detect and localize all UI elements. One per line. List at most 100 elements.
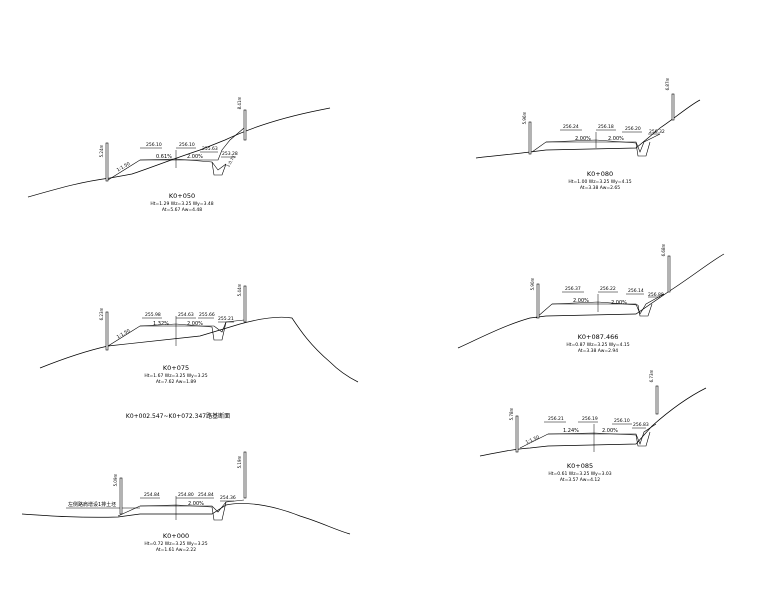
ground-line xyxy=(475,99,701,159)
elevation-label: 256.10 xyxy=(146,142,162,148)
elevation-label: 255.98 xyxy=(145,312,161,318)
slope-ratio-right: 1:0.75 xyxy=(225,154,236,168)
cross-slope-label: 2.00% xyxy=(187,321,203,327)
area-params: At=3.38 Aw=2.94 xyxy=(578,348,618,354)
elevation-label: 255.63 xyxy=(202,146,218,152)
ground-line xyxy=(39,316,359,383)
roadbed-outline xyxy=(535,293,665,319)
ground-line xyxy=(479,387,707,457)
elevation-label: 256.22 xyxy=(600,286,616,292)
stake-post-left xyxy=(119,477,123,515)
stake-height-left: 5.24m xyxy=(99,145,104,158)
elevation-label: 254.63 xyxy=(178,312,194,318)
elevation-label: 256.88 xyxy=(648,292,664,298)
stake-post-right xyxy=(243,109,247,141)
area-params: At=3.38 Aw=2.65 xyxy=(580,185,620,191)
elevation-label: 255.66 xyxy=(199,312,215,318)
station-label: K0+080 xyxy=(587,170,613,178)
design-params: Ht=1.67 Wz=3.25 Wy=3.25 xyxy=(144,373,207,379)
elevation-label: 256.10 xyxy=(179,142,195,148)
station-label: K0+085 xyxy=(567,462,593,470)
stake-height-left: 5.96m xyxy=(522,112,527,125)
area-params: At=5.67 Aw=4.48 xyxy=(162,207,202,213)
elevation-label: 256.37 xyxy=(565,286,581,292)
elevation-label: 256.20 xyxy=(625,126,641,132)
area-params: At=3.57 Aw=4.12 xyxy=(560,477,600,483)
slope-ratio-left: 1:1.50 xyxy=(525,434,541,445)
section-k0-000: 5.09m 5.19m 左侧路肩增设1排土坯 254.84 254.80 254… xyxy=(21,451,351,553)
design-params: Ht=0.72 Wz=3.25 Wy=3.25 xyxy=(144,541,207,547)
cross-slope-label: 1.32% xyxy=(153,321,169,327)
stake-post-left xyxy=(536,283,540,319)
design-params: Ht=1.00 Wz=3.25 Wy=4.15 xyxy=(568,179,631,185)
stake-post-left xyxy=(105,142,109,182)
elevation-label: 255.21 xyxy=(218,316,234,322)
elevation-label: 256.19 xyxy=(582,416,598,422)
ground-line xyxy=(457,253,725,349)
section-k0-050: 5.24m 8.41m 1:1.50 1:0.75 256.10 256.10 … xyxy=(27,97,331,213)
roadbed-outline xyxy=(117,499,245,517)
cross-slope-label: 2.00% xyxy=(611,300,627,306)
cross-slope-label: 2.00% xyxy=(573,298,589,304)
area-params: At=7.62 Aw=1.89 xyxy=(156,379,196,385)
section-k0-085: 5.78m 6.73m 1:1.50 256.21 256.19 256.10 … xyxy=(479,370,707,483)
cross-slope-label: 2.00% xyxy=(608,136,624,142)
roadbed-outline xyxy=(107,319,245,347)
stake-post-right xyxy=(671,93,675,121)
station-label: K0+075 xyxy=(163,364,189,372)
elevation-label: 256.18 xyxy=(598,124,614,130)
range-caption: K0+002.547~K0+072.347路基断面 xyxy=(126,412,230,420)
stake-post-left xyxy=(515,415,519,453)
stake-post-left xyxy=(528,121,532,155)
roadbed-outline xyxy=(107,127,245,181)
design-params: Ht=0.61 Wz=3.25 Wy=3.03 xyxy=(548,471,611,477)
elevation-label: 253.28 xyxy=(222,151,238,157)
section-k0-080: 5.96m 6.87m 256.24 256.18 256.20 256.32 … xyxy=(475,78,701,191)
stake-height-right: 6.68m xyxy=(661,244,666,257)
cross-slope-label: 1.24% xyxy=(563,428,579,434)
cross-slope-label: 0.61% xyxy=(156,154,172,160)
ground-line xyxy=(27,107,331,198)
area-params: At=1.61 Aw=2.22 xyxy=(156,547,196,553)
elevation-label: 254.36 xyxy=(220,495,236,501)
design-params: Ht=0.87 Wz=3.25 Wy=4.15 xyxy=(566,342,629,348)
design-params: Ht=1.29 Wz=3.25 Wy=3.48 xyxy=(150,201,213,207)
elevation-label: 256.21 xyxy=(548,416,564,422)
elevation-label: 254.80 xyxy=(178,492,194,498)
ground-line xyxy=(21,503,351,535)
annotation-note: 左侧路肩增设1排土坯 xyxy=(68,501,116,508)
cross-slope-label: 2.00% xyxy=(602,428,618,434)
slope-ratio-left: 1:1.50 xyxy=(116,328,132,340)
stake-height-right: 6.87m xyxy=(665,78,670,91)
section-k0-075: 6.23m 5.44m 1:1.50 255.98 254.63 255.66 … xyxy=(39,284,359,385)
station-label: K0+050 xyxy=(169,192,195,200)
cross-slope-label: 2.00% xyxy=(187,154,203,160)
stake-height-right: 5.19m xyxy=(237,456,242,469)
elevation-label: 256.10 xyxy=(614,418,630,424)
stake-height-left: 5.78m xyxy=(509,408,514,421)
ditch xyxy=(211,501,227,521)
ditch xyxy=(211,321,227,341)
ditch xyxy=(637,303,653,317)
stake-height-right: 6.73m xyxy=(649,370,654,383)
ditch xyxy=(635,431,651,447)
stake-height-left: 5.09m xyxy=(113,474,118,487)
elevation-label: 254.84 xyxy=(144,492,160,498)
section-k0-087: 5.90m 6.68m 256.37 256.22 256.14 256.88 … xyxy=(457,244,725,354)
ditch xyxy=(635,141,651,157)
station-label: K0+000 xyxy=(163,532,189,540)
stake-height-right: 5.44m xyxy=(237,284,242,297)
stake-height-right: 8.41m xyxy=(237,97,242,110)
stake-post-right xyxy=(667,255,671,293)
cross-slope-label: 2.00% xyxy=(575,136,591,142)
stake-post-right xyxy=(655,385,659,415)
cross-slope-label: 2.00% xyxy=(188,501,204,507)
elevation-label: 256.24 xyxy=(563,124,579,130)
roadbed-outline xyxy=(519,423,657,449)
slope-ratio-left: 1:1.50 xyxy=(116,161,132,173)
stake-height-left: 5.90m xyxy=(530,278,535,291)
roadbed-outline xyxy=(531,133,661,153)
elevation-label: 254.84 xyxy=(198,492,214,498)
stake-post-right xyxy=(243,285,247,323)
